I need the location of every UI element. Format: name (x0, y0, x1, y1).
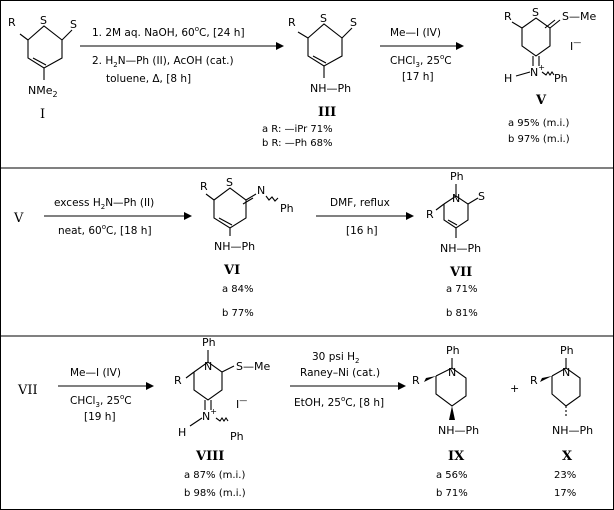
step3-conditions: neat, 60oC, [18 h] (58, 223, 152, 237)
compound-label-VII: VII (449, 265, 472, 280)
compound-label-III: III (318, 105, 336, 120)
reaction-step-6: 30 psi H2 Raney–Ni (cat.) EtOH, 25oC, [8… (290, 351, 406, 409)
step4-solvent: DMF, reflux (330, 197, 390, 209)
yield-a: a 84% (222, 284, 254, 295)
step6-conditions: EtOH, 25oC, [8 h] (294, 395, 384, 409)
ring-n: N (452, 192, 460, 205)
iminium-n: N+ (530, 63, 545, 79)
compound-V: R S S—Me N+ H Ph I— V a 95% (m.i.) b 97%… (504, 6, 596, 145)
r-group-label: R (200, 180, 208, 193)
compound-VIII: Ph R N S—Me N+ H Ph I— VIII a 87% (m.i.)… (174, 336, 270, 499)
yield-a: a 56% (436, 470, 468, 481)
compound-label-VIII: VIII (195, 449, 224, 464)
r-group-label: R (504, 10, 512, 23)
ring-n: N (204, 360, 212, 373)
substituent-nhph: NH—Ph (214, 240, 255, 253)
compound-I: R S S NMe2 I (8, 14, 77, 122)
iminium-n: N+ (202, 407, 217, 423)
compound-VI: R S N Ph NH—Ph VI a 84% b 77% (200, 176, 294, 319)
r-group-label: R (8, 16, 16, 29)
step5-time: [19 h] (84, 411, 116, 423)
reaction-step-5: Me—I (IV) CHCl3, 25oC [19 h] (58, 367, 154, 423)
n-phenyl: Ph (446, 344, 460, 357)
step2-reagent: Me—I (IV) (390, 27, 441, 39)
ring-n: N (448, 366, 456, 379)
substituent-nme2: NMe2 (28, 84, 58, 99)
iminium-ph: Ph (230, 430, 244, 443)
compound-IX: Ph R N NH—Ph IX a 56% b 71% (412, 344, 479, 499)
sulfur-ring: S (226, 176, 233, 189)
step2-time: [17 h] (402, 71, 434, 83)
yield-b: b 77% (222, 308, 254, 319)
iminium-h: H (178, 426, 186, 439)
sulfur-thione: S (70, 18, 77, 31)
yield-b: b 81% (446, 308, 478, 319)
r-group-label: R (412, 374, 420, 387)
sulfur-ring: S (532, 6, 539, 19)
step5-solvent: CHCl3, 25oC (70, 393, 132, 409)
imine-n: N (257, 184, 265, 197)
yield-b: 17% (554, 488, 576, 499)
compound-III: R S S NH—Ph III a R: —iPr 71% b R: —Ph 6… (262, 12, 357, 149)
substituent-nhph: NH—Ph (438, 424, 479, 437)
reaction-step-2: Me—I (IV) CHCl3, 25oC [17 h] (380, 27, 464, 83)
step2-solvent: CHCl3, 25oC (390, 53, 452, 69)
reaction-step-3: excess H2N—Ph (II) neat, 60oC, [18 h] (44, 197, 192, 237)
iodide-counterion: I— (236, 396, 247, 411)
compound-label-IX: IX (448, 449, 465, 464)
sulfur-thione: S (350, 16, 357, 29)
start-compound-V: V (13, 211, 24, 226)
substituent-nhph: NH—Ph (440, 242, 481, 255)
sulfur-ring: S (320, 12, 327, 25)
ring-n: N (562, 366, 570, 379)
r-group-label: R (288, 16, 296, 29)
r-group-label: R (530, 374, 538, 387)
substituent-nhph: NH—Ph (310, 82, 351, 95)
yield-a: a R: —iPr 71% (262, 124, 333, 135)
r-group-label: R (426, 208, 434, 221)
n-phenyl: Ph (450, 170, 464, 183)
n-phenyl: Ph (202, 336, 216, 349)
compound-VII: Ph R N S NH—Ph VII a 71% b 81% (426, 170, 485, 319)
step1-condition-1: 1. 2M aq. NaOH, 60oC, [24 h] (92, 25, 245, 39)
yield-a: 23% (554, 470, 576, 481)
compound-X: Ph R N NH—Ph X 23% 17% (530, 344, 593, 499)
yield-b: b 97% (m.i.) (508, 134, 570, 145)
step3-reagent: excess H2N—Ph (II) (54, 197, 154, 211)
substituent-nhph: NH—Ph (552, 424, 593, 437)
iminium-h: H (504, 72, 512, 85)
yield-a: a 95% (m.i.) (508, 118, 569, 129)
compound-label-VI: VI (223, 263, 240, 278)
s-methyl: S—Me (236, 360, 270, 373)
compound-label-I: I (40, 107, 45, 122)
sulfur-ring: S (40, 14, 47, 27)
iodide-counterion: I— (570, 38, 581, 53)
iminium-ph: Ph (554, 72, 568, 85)
step4-time: [16 h] (346, 225, 378, 237)
step5-reagent: Me—I (IV) (70, 367, 121, 379)
step6-catalyst: Raney–Ni (cat.) (300, 367, 380, 379)
n-phenyl: Ph (560, 344, 574, 357)
imine-ph: Ph (280, 202, 294, 215)
compound-label-V: V (535, 93, 547, 108)
yield-a: a 87% (m.i.) (184, 470, 245, 481)
yield-b: b 71% (436, 488, 468, 499)
compound-label-X: X (562, 449, 573, 464)
step1-condition-3: toluene, Δ, [8 h] (106, 73, 191, 85)
start-compound-VII: VII (17, 383, 38, 398)
thione-s: S (478, 190, 485, 203)
plus-sign: + (510, 382, 519, 395)
reaction-step-1: 1. 2M aq. NaOH, 60oC, [24 h] 2. H2N—Ph (… (80, 25, 284, 85)
reaction-step-4: DMF, reflux [16 h] (316, 197, 414, 237)
step1-condition-2: 2. H2N—Ph (II), AcOH (cat.) (92, 55, 234, 69)
yield-b: b 98% (m.i.) (184, 488, 246, 499)
yield-a: a 71% (446, 284, 478, 295)
step6-h2: 30 psi H2 (312, 351, 359, 365)
s-methyl: S—Me (562, 10, 596, 23)
yield-b: b R: —Ph 68% (262, 138, 333, 149)
r-group-label: R (174, 374, 182, 387)
